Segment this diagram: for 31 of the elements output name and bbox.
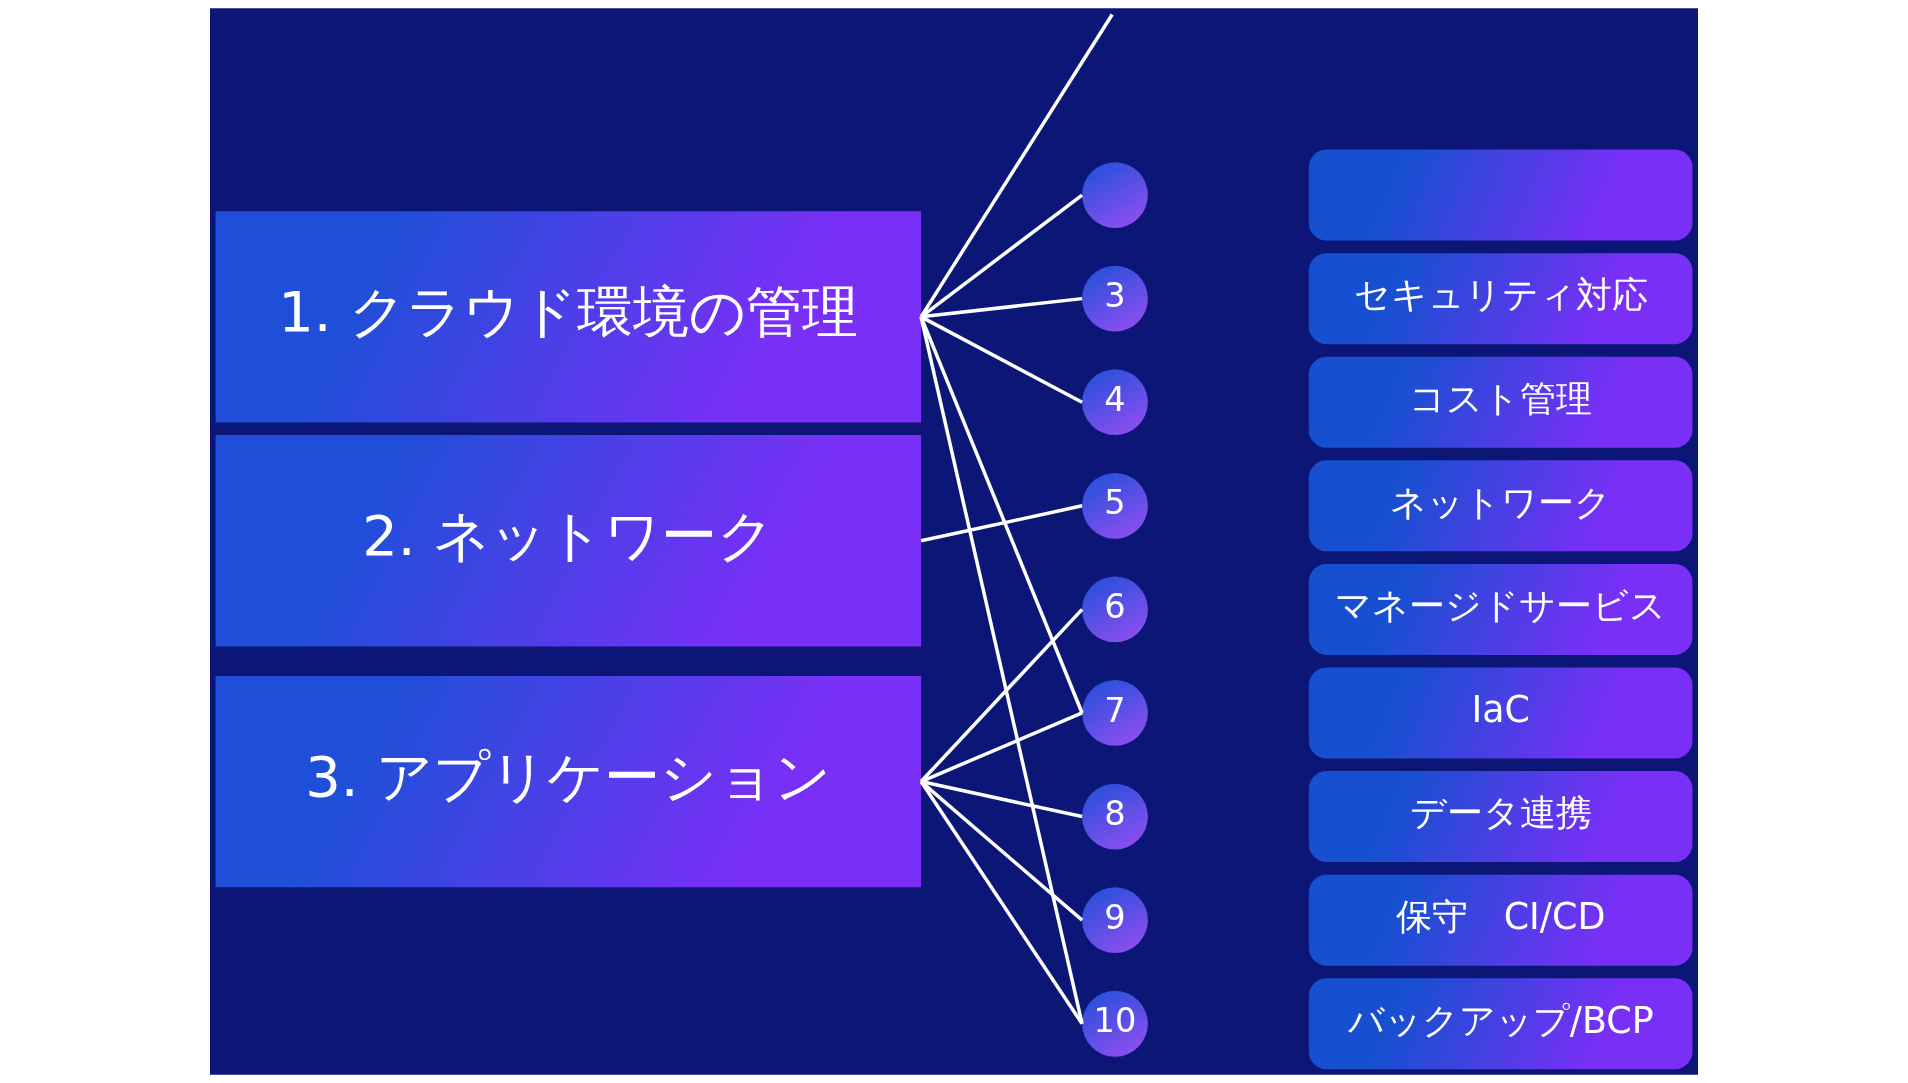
connector — [920, 504, 1083, 543]
node-box: 2. ネットワーク — [215, 435, 922, 647]
node-box: コスト管理 — [1308, 356, 1693, 448]
node-circle: 3 — [1082, 265, 1148, 332]
node-box: セキュリティ対応 — [1308, 253, 1693, 345]
node-box: バックアップ/BCP — [1308, 978, 1693, 1070]
node-box: 1. クラウド環境の管理 — [215, 211, 922, 423]
node-circle: 5 — [1082, 472, 1148, 539]
node-box: ネットワーク — [1308, 460, 1693, 552]
node-circle: 4 — [1082, 369, 1148, 436]
connector — [919, 13, 1114, 318]
node-circle: 6 — [1082, 576, 1148, 643]
connector — [919, 316, 1084, 1025]
node-circle: 8 — [1082, 783, 1148, 850]
connector — [920, 193, 1084, 319]
node-box: データ連携 — [1308, 771, 1693, 863]
node-box: IaC — [1308, 667, 1693, 759]
connector — [919, 780, 1084, 1025]
node-circle — [1082, 162, 1148, 228]
node-circle: 7 — [1082, 680, 1148, 746]
connector — [920, 711, 1083, 784]
node-box — [1308, 149, 1693, 241]
node-box: 3. アプリケーション — [215, 675, 922, 888]
connector — [919, 780, 1084, 922]
node-circle: 9 — [1082, 887, 1148, 954]
node-box: 保守 CI/CD — [1308, 874, 1693, 966]
connector — [920, 315, 1083, 404]
node-box: マネージドサービス — [1308, 563, 1693, 655]
node-circle: 10 — [1082, 990, 1148, 1057]
connector — [919, 316, 1084, 714]
connector — [919, 608, 1084, 783]
